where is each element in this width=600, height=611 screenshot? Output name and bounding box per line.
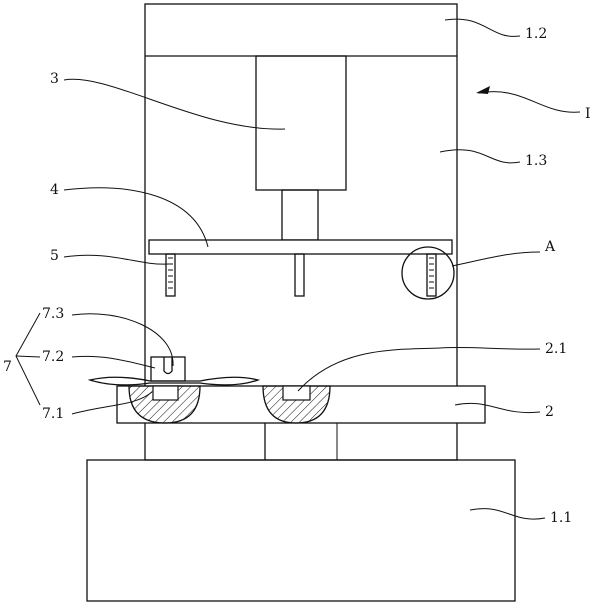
label-5: 5 [50,248,59,264]
label-7-2: 7.2 [42,349,64,365]
label-4: 4 [50,182,59,198]
label-3: 3 [50,71,59,87]
press-plate [148,239,453,255]
holder-block [150,356,186,382]
leader-7-3 [71,313,174,367]
propeller-blade [87,376,261,386]
bolt-left [165,253,176,297]
leader-1-2 [444,18,521,37]
leader-1-1 [469,508,546,520]
machine-base [86,459,516,602]
piston-rod [281,189,319,241]
brace-7 [15,312,41,406]
leader-1-3 [439,149,521,164]
right-die-cavity [262,385,331,424]
leader-I [477,91,581,113]
leader-4 [63,187,209,248]
bolt-right [426,253,437,297]
label-2: 2 [545,404,554,420]
cylinder-body [255,55,347,191]
label-1-3: 1.3 [525,153,547,169]
holder-slot [163,357,173,375]
leader-3 [63,78,286,130]
pin-center [294,253,305,297]
label-I: I [585,106,591,122]
leader-2 [454,402,541,414]
label-7-3: 7.3 [42,306,64,322]
label-1-2: 1.2 [525,26,547,42]
leader-A [451,251,541,267]
label-A: A [544,239,556,255]
leader-7-2 [71,355,156,369]
label-1-1: 1.1 [550,510,572,526]
leader-2-1 [297,346,541,392]
arrow-I [476,86,490,94]
leader-5 [63,254,169,265]
label-2-1: 2.1 [545,341,567,357]
label-7: 7 [3,359,12,375]
detail-circle-a [401,246,455,300]
left-cavity-pocket [152,385,179,401]
leader-7-1 [71,391,153,415]
right-cavity-pocket [282,385,311,401]
label-7-1: 7.1 [42,406,64,422]
